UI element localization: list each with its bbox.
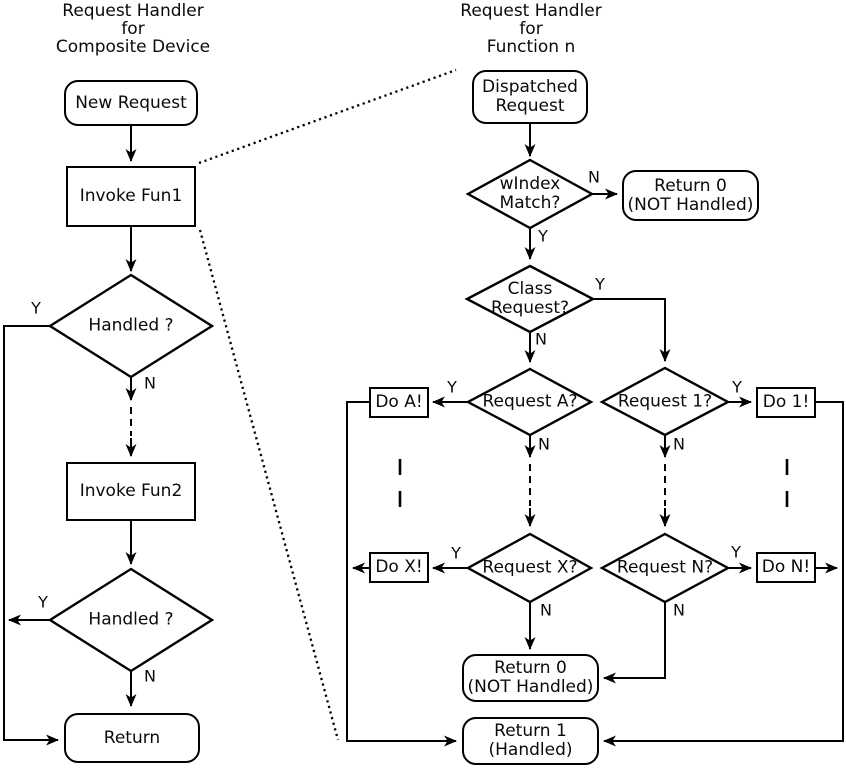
node-invoke-fun2: Invoke Fun2 — [66, 462, 196, 521]
label-requestn-yes: Y — [731, 542, 741, 562]
diamond-label-request-n: Request N? — [616, 557, 714, 578]
node-return1: Return 1 (Handled) — [462, 717, 599, 765]
diamond-handled-2 — [47, 567, 215, 673]
label-requestx-yes: Y — [451, 543, 461, 563]
node-do-a: Do A! — [369, 387, 429, 418]
label-request1-no: N — [673, 434, 685, 454]
node-new-request: New Request — [64, 80, 198, 126]
node-do-x: Do X! — [369, 552, 429, 583]
diamond-label-request-x: Request X? — [482, 557, 578, 578]
label-requesta-yes: Y — [447, 377, 457, 397]
node-do-1: Do 1! — [756, 387, 816, 418]
connector-do1-return1 — [603, 401, 844, 747]
diamond-label-request-1: Request 1? — [617, 391, 713, 412]
node-do-n: Do N! — [756, 552, 816, 583]
diamond-label-request-a: Request A? — [482, 391, 578, 412]
diamond-request-1 — [599, 366, 731, 437]
label-requesta-no: N — [538, 434, 550, 454]
label-windex-yes: Y — [538, 226, 548, 246]
node-invoke-fun1: Invoke Fun1 — [66, 166, 196, 227]
dotted-expansion-line-bottom — [198, 229, 340, 741]
label-class-yes: Y — [595, 274, 605, 294]
diamond-request-x — [465, 532, 594, 604]
diamond-class-request — [464, 264, 596, 334]
label-requestn-no: N — [673, 600, 685, 620]
diamond-handled-1 — [47, 273, 215, 379]
diamond-label-handled-1: Handled ? — [88, 315, 174, 336]
diamond-request-n — [599, 532, 731, 604]
label-windex-no: N — [588, 167, 600, 187]
label-handled1-no: N — [144, 373, 156, 393]
connector-doa-return1 — [346, 401, 457, 747]
node-return0-bottom: Return 0 (NOT Handled) — [462, 654, 599, 702]
node-dispatched-request: Dispatched Request — [472, 70, 588, 124]
diamond-windex-match — [465, 158, 595, 230]
label-handled2-no: N — [144, 666, 156, 686]
label-handled1-yes: Y — [31, 298, 41, 318]
node-return: Return — [64, 713, 200, 763]
diamond-label-class-request: Class Request? — [490, 279, 570, 318]
left-diagram-title: Request Handler for Composite Device — [55, 1, 211, 57]
dotted-expansion-line-top — [198, 68, 457, 165]
node-return0-top: Return 0 (NOT Handled) — [622, 170, 759, 221]
right-diagram-title: Request Handler for Function n — [460, 1, 602, 57]
connector-handled1-yes-return — [3, 325, 59, 746]
diamond-label-handled-2: Handled ? — [88, 609, 174, 630]
label-class-no: N — [535, 329, 547, 349]
label-handled2-yes: Y — [38, 592, 48, 612]
connector-requestn-no-return0 — [603, 602, 666, 684]
label-request1-yes: Y — [732, 377, 742, 397]
diamond-label-windex-match: wIndex Match? — [499, 174, 561, 213]
connector-class-yes-request1 — [593, 298, 671, 362]
label-requestx-no: N — [540, 600, 552, 620]
diamond-request-a — [465, 367, 594, 437]
